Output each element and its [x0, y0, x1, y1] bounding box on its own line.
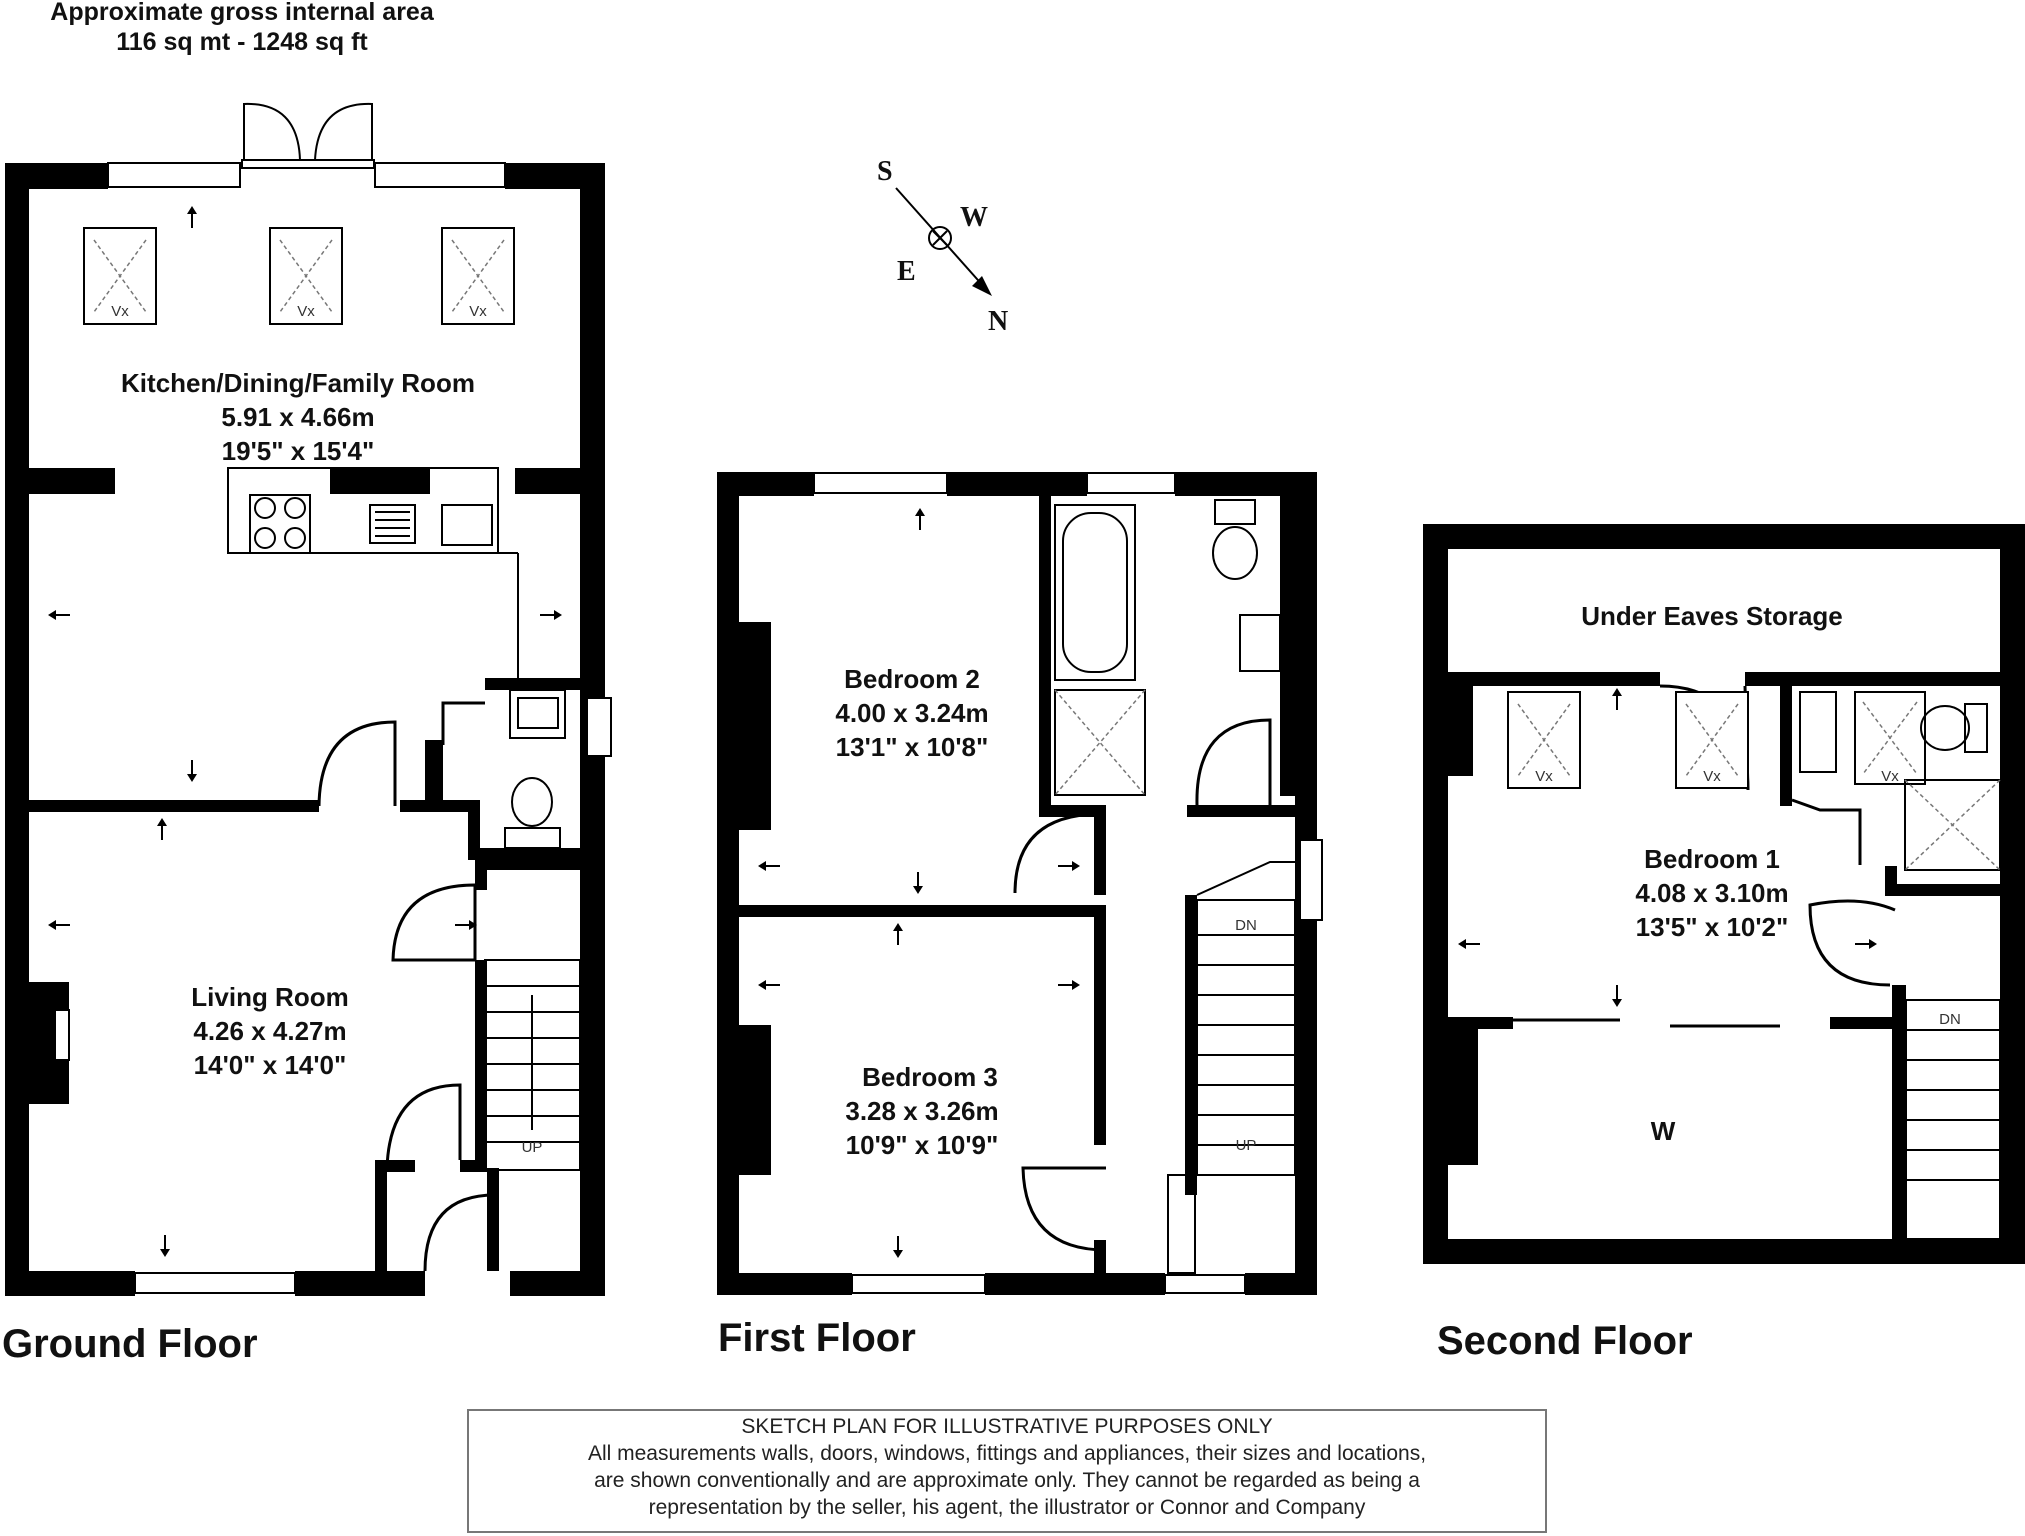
area-title: Approximate gross internal area — [50, 0, 435, 26]
living-room-name: Living Room — [191, 982, 348, 1012]
second-floor-label: Second Floor — [1437, 1319, 1693, 1363]
ground-floor-label: Ground Floor — [2, 1322, 258, 1366]
bedroom-3-metric: 3.28 x 3.26m — [845, 1096, 998, 1126]
bedroom-1-metric: 4.08 x 3.10m — [1635, 878, 1788, 908]
bedroom-1-imperial: 13'5" x 10'2" — [1636, 912, 1789, 942]
ground-floor-plan: UP Vx Vx Vx Kitchen/Dining/Family Room 5… — [2, 102, 612, 1366]
bedroom-2-name: Bedroom 2 — [844, 664, 980, 694]
second-floor-plan: DN Vx Vx Vx Under Eaves Storage Bedroom … — [1423, 524, 2025, 1363]
compass-west: W — [960, 202, 988, 233]
first-floor-label: First Floor — [718, 1316, 916, 1360]
living-room-metric: 4.26 x 4.27m — [193, 1016, 346, 1046]
disclaimer-line: representation by the seller, his agent,… — [648, 1496, 1366, 1519]
wardrobe-label: W — [1651, 1116, 1676, 1146]
compass-icon: S W E N — [877, 156, 1008, 337]
bedroom-2-metric: 4.00 x 3.24m — [835, 698, 988, 728]
bedroom-1-name: Bedroom 1 — [1644, 844, 1780, 874]
compass-south: S — [877, 156, 893, 187]
skylight-label: Vx — [469, 303, 487, 320]
first-stairs-down-label: DN — [1235, 917, 1257, 934]
bedroom-3-imperial: 10'9" x 10'9" — [846, 1130, 999, 1160]
disclaimer-line: are shown conventionally and are approxi… — [594, 1469, 1420, 1492]
skylight-label: Vx — [111, 303, 129, 320]
kitchen-name: Kitchen/Dining/Family Room — [121, 368, 475, 398]
area-value: 116 sq mt - 1248 sq ft — [116, 28, 368, 56]
skylight-label: Vx — [297, 303, 315, 320]
skylight-label: Vx — [1703, 768, 1721, 785]
second-stairs-down-label: DN — [1939, 1011, 1961, 1028]
living-room-imperial: 14'0" x 14'0" — [194, 1050, 347, 1080]
compass-north: N — [988, 306, 1008, 337]
skylight-label: Vx — [1535, 768, 1553, 785]
ground-stairs-label: UP — [522, 1139, 543, 1156]
kitchen-imperial: 19'5" x 15'4" — [222, 436, 375, 466]
kitchen-metric: 5.91 x 4.66m — [221, 402, 374, 432]
first-stairs-up-label: UP — [1236, 1137, 1257, 1154]
under-eaves-storage-label: Under Eaves Storage — [1581, 601, 1843, 631]
disclaimer-line: All measurements walls, doors, windows, … — [587, 1442, 1427, 1465]
disclaimer-title: SKETCH PLAN FOR ILLUSTRATIVE PURPOSES ON… — [741, 1415, 1273, 1438]
compass-east: E — [897, 256, 916, 287]
first-floor-plan: DN UP Bedroom 2 4.00 x 3.24m 13'1" x 10'… — [717, 472, 1323, 1360]
bedroom-2-imperial: 13'1" x 10'8" — [836, 732, 989, 762]
skylight-label: Vx — [1881, 768, 1899, 785]
bedroom-3-name: Bedroom 3 — [862, 1062, 998, 1092]
disclaimer-box: SKETCH PLAN FOR ILLUSTRATIVE PURPOSES ON… — [467, 1409, 1547, 1533]
